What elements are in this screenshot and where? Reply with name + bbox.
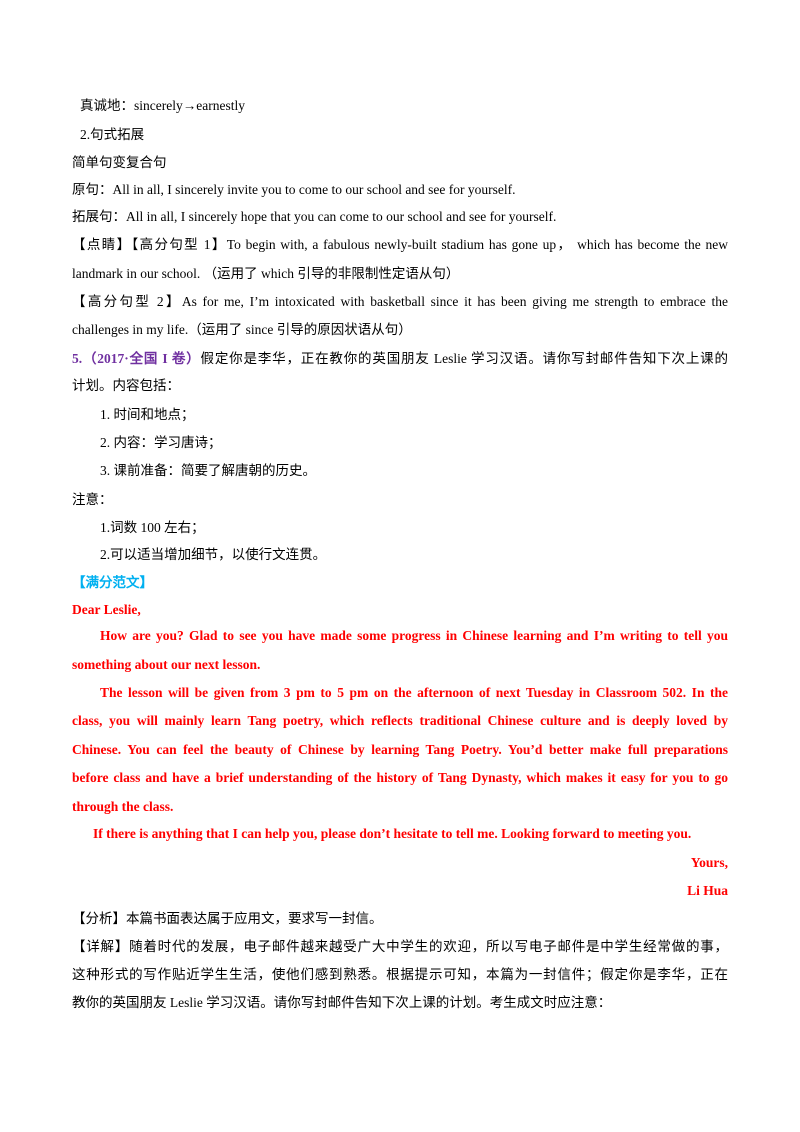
list-item: 3. 课前准备：简要了解唐朝的历史。 xyxy=(100,463,316,478)
letter-closing: Yours, xyxy=(690,855,728,870)
section-heading: 2.句式拓展 xyxy=(80,127,145,142)
letter-body-line: something about our next lesson. xyxy=(72,657,261,672)
question-source: 5.（2017·全国 I 卷） xyxy=(72,351,201,366)
original-sentence: 原句：All in all, I sincerely invite you to… xyxy=(72,182,516,197)
pattern-2-line: 【高分句型 2】As for me, I’m intoxicated with … xyxy=(72,294,728,309)
explanation-line: 【详解】随着时代的发展，电子邮件越来越受广大中学生的欢迎，所以写电子邮件是中学生… xyxy=(72,939,728,954)
analysis-line: 【分析】本篇书面表达属于应用文，要求写一封信。 xyxy=(72,911,383,926)
pattern-2-line-cont: challenges in my life.（运用了 since 引导的原因状语… xyxy=(72,322,412,337)
vocab-line: 真诚地：sincerely→earnestly xyxy=(80,98,245,113)
tip-line: 【点睛】【高分句型 1】To begin with, a fabulous ne… xyxy=(72,237,728,252)
note-item: 2.可以适当增加细节，以使行文连贯。 xyxy=(100,547,327,562)
list-item: 2. 内容：学习唐诗； xyxy=(100,435,222,450)
letter-body-line: through the class. xyxy=(72,799,174,814)
expanded-sentence: 拓展句：All in all, I sincerely hope that yo… xyxy=(72,209,557,224)
letter-body-line: Chinese. You can feel the beauty of Chin… xyxy=(72,742,728,757)
note-heading: 注意： xyxy=(72,492,113,507)
explanation-line: 教你的英国朋友 Leslie 学习汉语。请你写封邮件告知下次上课的计划。考生成文… xyxy=(72,995,612,1010)
letter-signature: Li Hua xyxy=(687,883,728,898)
letter-salutation: Dear Leslie, xyxy=(72,602,141,617)
explanation-line: 这种形式的写作贴近学生生活，使他们感到熟悉。根据提示可知，本篇为一封信件；假定你… xyxy=(72,967,728,982)
question-prompt: 假定你是李华，正在教你的英国朋友 Leslie 学习汉语。请你写封邮件告知下次上… xyxy=(200,351,729,366)
list-item: 1. 时间和地点； xyxy=(100,407,195,422)
letter-body-line: class, you will mainly learn Tang poetry… xyxy=(72,713,728,728)
note-item: 1.词数 100 左右； xyxy=(100,520,205,535)
tip-line-cont: landmark in our school. （运用了 which 引导的非限… xyxy=(72,266,460,281)
letter-body-line: If there is anything that I can help you… xyxy=(93,826,692,841)
model-essay-heading: 【满分范文】 xyxy=(72,575,153,590)
question-line-cont: 计划。内容包括： xyxy=(72,378,180,393)
question-line: 5.（2017·全国 I 卷）假定你是李华，正在教你的英国朋友 Leslie 学… xyxy=(72,349,728,369)
letter-body-line: before class and have a brief understand… xyxy=(72,770,728,785)
subheading: 简单句变复合句 xyxy=(72,155,167,170)
letter-body-line: How are you? Glad to see you have made s… xyxy=(100,628,728,643)
letter-body-line: The lesson will be given from 3 pm to 5 … xyxy=(100,685,728,700)
